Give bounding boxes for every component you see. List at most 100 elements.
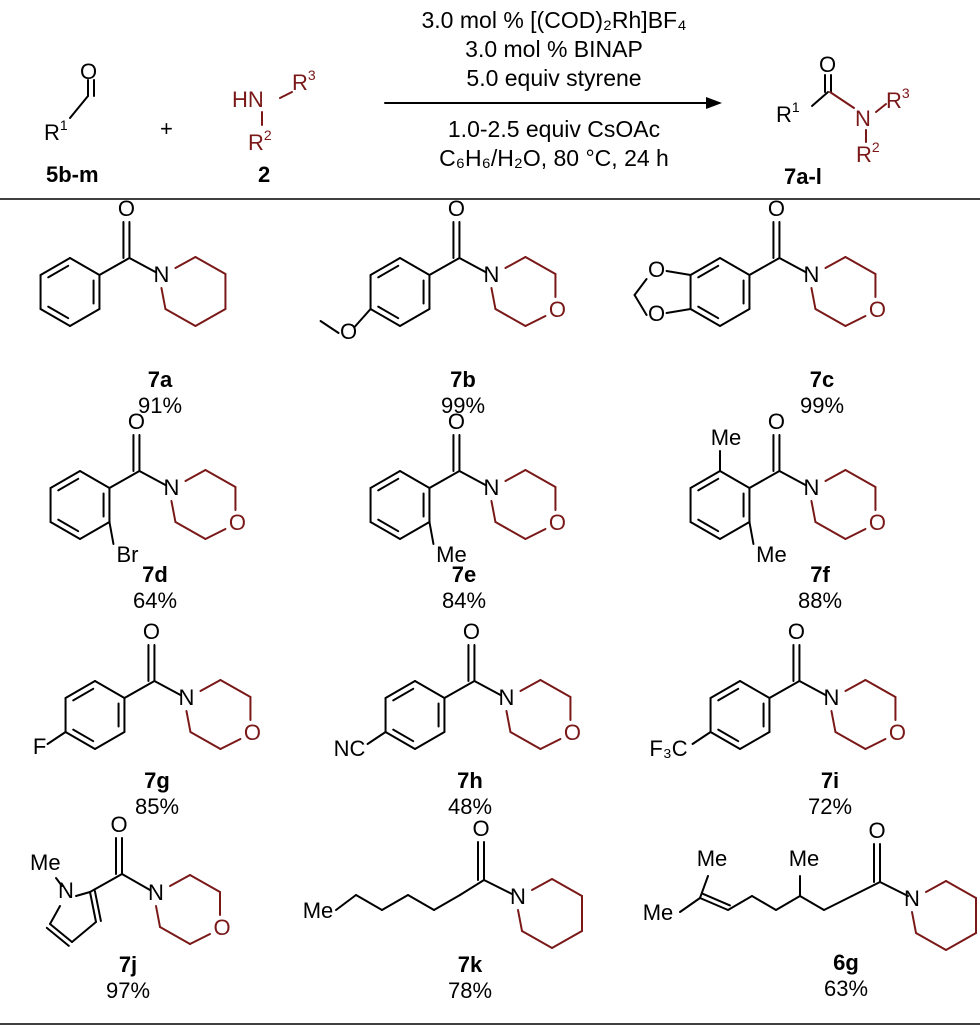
atom-R1: R1	[776, 99, 800, 127]
yield-value: 84%	[442, 588, 486, 613]
atom-O: O	[648, 257, 665, 282]
atom-N: N	[148, 880, 164, 905]
atom-R2: R2	[248, 127, 272, 155]
substituent-Br: Br	[116, 542, 138, 567]
substituent-F3C: F₃C	[649, 736, 687, 761]
yield-value: 99%	[800, 393, 844, 418]
atom-O: O	[340, 319, 357, 344]
atom-O: O	[448, 409, 465, 434]
compound-label: 7b	[450, 367, 476, 392]
condition-line-5: C₆H₆/H₂O, 80 °C, 24 h	[439, 145, 669, 171]
yield-value: 91%	[138, 393, 182, 418]
atom-O: O	[549, 510, 566, 535]
atom-O: O	[889, 720, 906, 745]
atom-N: N	[483, 262, 499, 287]
atom-O: O	[868, 818, 885, 843]
atom-O: O	[244, 720, 261, 745]
condition-line-3: 5.0 equiv styrene	[466, 65, 641, 91]
atom-N: N	[178, 685, 194, 710]
atom-O: O	[463, 619, 480, 644]
substituent-Me: Me	[30, 850, 61, 875]
compound-label: 7c	[810, 367, 834, 392]
atom-O: O	[80, 59, 97, 84]
yield-value: 78%	[448, 978, 492, 1003]
atom-O: O	[819, 52, 836, 77]
yield-value: 88%	[798, 588, 842, 613]
atom-N: N	[163, 475, 179, 500]
atom-O: O	[448, 196, 465, 221]
compound-label: 7k	[458, 952, 483, 977]
substituent-Me: Me	[789, 846, 820, 871]
compound-label: 7e	[452, 562, 476, 587]
product-label: 7a-l	[784, 164, 822, 189]
atom-O: O	[788, 619, 805, 644]
substituent-Me: Me	[756, 542, 787, 567]
substituent-Me: Me	[303, 898, 334, 923]
atom-HN: HN	[232, 87, 264, 112]
compound-label: 7a	[148, 367, 173, 392]
yield-value: 99%	[441, 393, 485, 418]
atom-O: O	[128, 409, 145, 434]
atom-R3: R3	[292, 67, 316, 95]
atom-O: O	[869, 510, 886, 535]
yield-value: 72%	[808, 794, 852, 819]
compound-label: 7d	[142, 562, 168, 587]
compound-label: 7h	[457, 768, 483, 793]
condition-line-4: 1.0-2.5 equiv CsOAc	[448, 116, 660, 142]
atom-O: O	[118, 196, 135, 221]
reaction-arrow-head	[706, 97, 722, 109]
reactant-label: 5b-m	[46, 162, 99, 187]
atom-O: O	[648, 301, 665, 326]
yield-value: 48%	[448, 794, 492, 819]
compound-label: 7j	[119, 952, 137, 977]
atom-N: N	[803, 262, 819, 287]
atom-O: O	[143, 619, 160, 644]
condition-line-1: 3.0 mol % [(COD)₂Rh]BF₄	[422, 7, 687, 33]
plus-sign: +	[160, 116, 173, 141]
atom-O: O	[472, 816, 489, 841]
atom-N: N	[510, 884, 526, 909]
atom-O: O	[869, 297, 886, 322]
atom-N: N	[855, 106, 871, 131]
atom-N: N	[823, 685, 839, 710]
atom-N: N	[153, 262, 169, 287]
entries-grid: ON7a91%ONOO7b99%ONOOO7c99%ONOBr7d64%ONOM…	[30, 196, 977, 1003]
reactant-label: 2	[258, 162, 270, 187]
yield-value: 97%	[106, 978, 150, 1003]
atom-N: N	[483, 475, 499, 500]
reactant-aldehyde: O R1 5b-m	[44, 59, 99, 187]
atom-O: O	[768, 409, 785, 434]
substituent-F: F	[33, 734, 46, 759]
atom-N: N	[58, 878, 74, 903]
compound-label: 7g	[144, 768, 170, 793]
atom-N: N	[803, 475, 819, 500]
atom-N: N	[498, 685, 514, 710]
atom-O: O	[229, 510, 246, 535]
atom-O: O	[213, 915, 230, 940]
reactant-amine: HN R3 R2 2	[232, 67, 316, 187]
yield-value: 85%	[135, 794, 179, 819]
yield-value: 64%	[133, 588, 177, 613]
substituent-Me: Me	[436, 542, 467, 567]
atom-O: O	[549, 297, 566, 322]
atom-O: O	[768, 196, 785, 221]
atom-R2: R2	[856, 139, 880, 167]
atom-O: O	[564, 720, 581, 745]
substituent-Me: Me	[697, 846, 728, 871]
product-amide: R1 O N R3 R2 7a-l	[776, 52, 910, 189]
compound-label: 7f	[810, 562, 830, 587]
atom-R3: R3	[886, 85, 910, 113]
yield-value: 63%	[824, 976, 868, 1001]
condition-line-2: 3.0 mol % BINAP	[465, 36, 643, 62]
